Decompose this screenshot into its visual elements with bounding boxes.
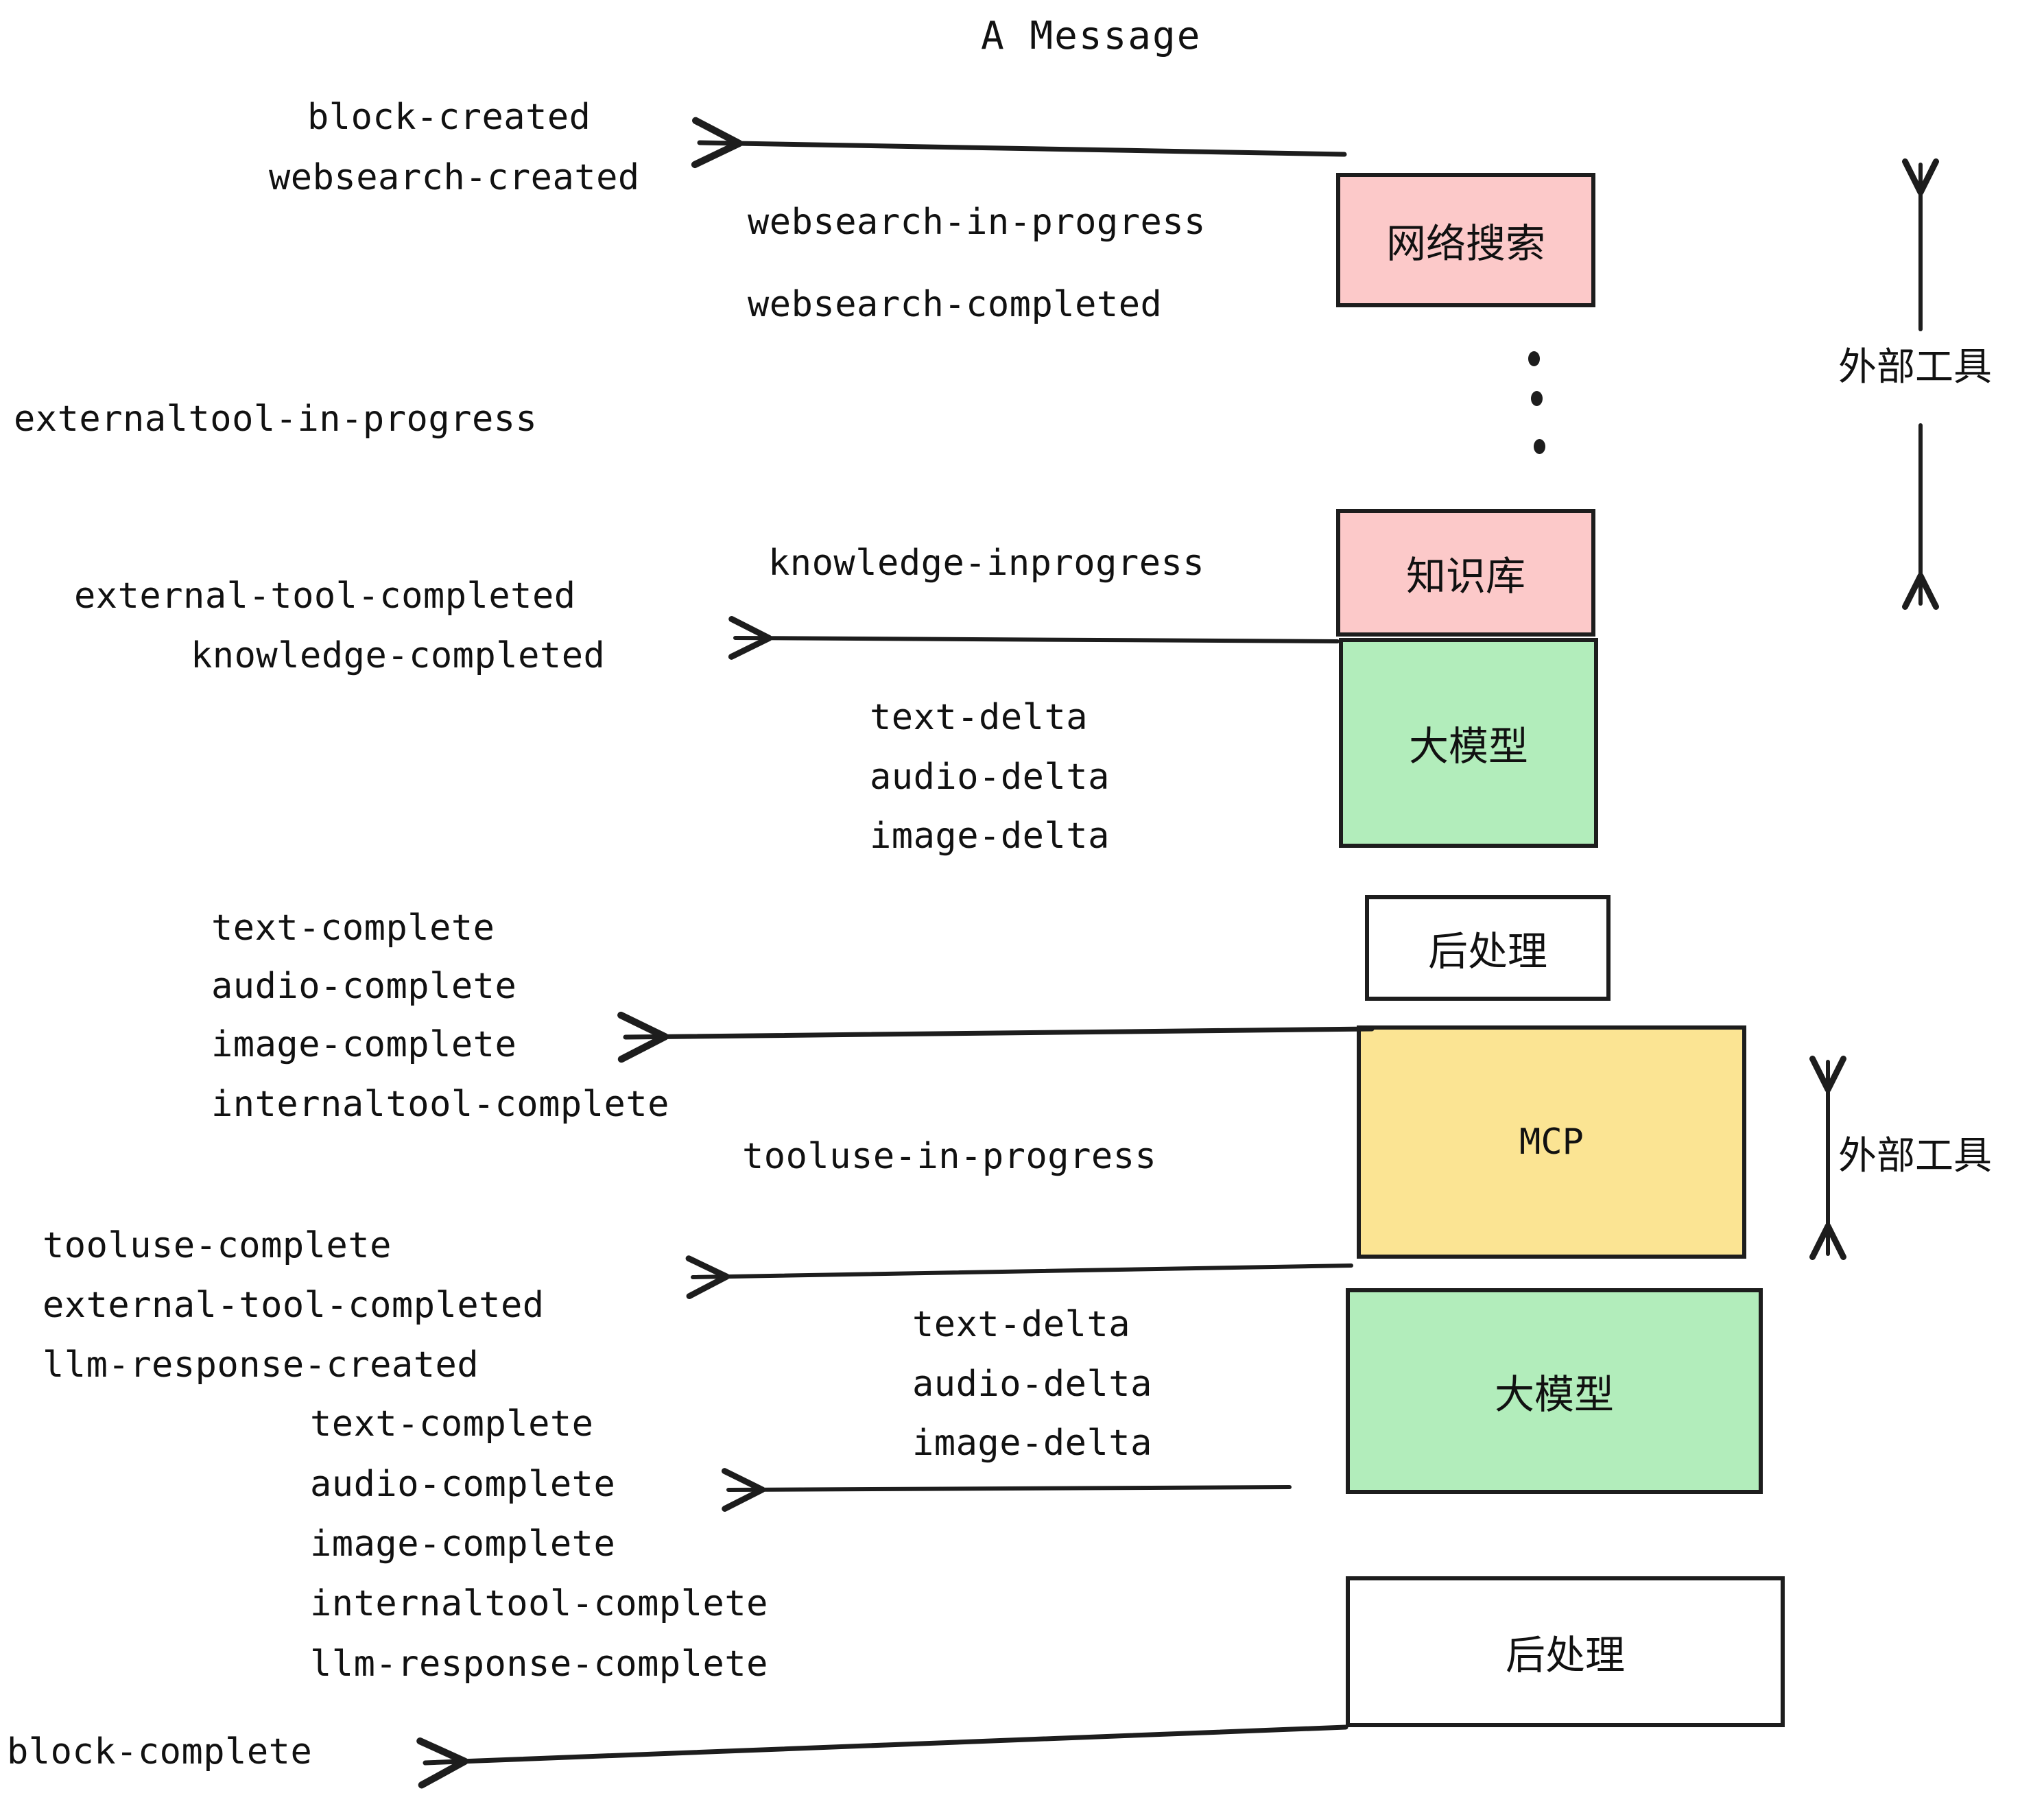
box-websearch-label: 网络搜索 (1386, 220, 1545, 267)
event-label-internaltool-complete-2: internaltool-complete (310, 1583, 768, 1624)
ellipsis-dot-icon (1534, 439, 1545, 454)
box-knowledge[interactable]: 知识库 (1336, 509, 1595, 637)
box-postprocess-2[interactable]: 后处理 (1346, 1576, 1785, 1727)
event-label-tooluse-complete: tooluse-complete (43, 1225, 392, 1266)
box-llm-1[interactable]: 大模型 (1339, 638, 1598, 848)
event-label-externaltool-in-progress: externaltool-in-progress (14, 399, 538, 440)
event-label-websearch-created: websearch-created (269, 157, 640, 198)
event-label-text-complete-1: text-complete (211, 907, 495, 949)
event-label-text-complete-2: text-complete (310, 1403, 594, 1445)
box-knowledge-label: 知识库 (1405, 553, 1525, 600)
event-label-websearch-in-progress: websearch-in-progress (748, 202, 1206, 243)
box-postprocess-1-label: 后处理 (1427, 928, 1547, 975)
event-label-image-complete-1: image-complete (211, 1024, 517, 1065)
event-label-knowledge-completed: knowledge-completed (191, 635, 606, 676)
page-title: A Message (981, 14, 1202, 58)
side-label-external-tools-top: 外部工具 (1838, 345, 1992, 390)
box-postprocess-2-label: 后处理 (1505, 1632, 1625, 1678)
box-llm-2-label: 大模型 (1494, 1371, 1614, 1418)
event-label-internaltool-complete-1: internaltool-complete (211, 1084, 669, 1125)
event-label-image-delta-1: image-delta (870, 816, 1110, 857)
arrow-websearch-to-block-created (691, 117, 1347, 169)
ellipsis-dot-icon (1531, 391, 1543, 406)
arrow-llm2-to-audio-complete (721, 1468, 1292, 1512)
arrow-knowledge-to-knowledge-completed (728, 616, 1340, 660)
event-label-audio-delta-1: audio-delta (870, 757, 1110, 798)
event-label-image-delta-2: image-delta (912, 1423, 1152, 1464)
box-websearch[interactable]: 网络搜索 (1336, 173, 1595, 307)
event-label-text-delta-1: text-delta (870, 697, 1089, 738)
event-label-websearch-completed: websearch-completed (748, 284, 1163, 325)
arrow-postprocess2-to-block-complete (416, 1724, 1348, 1789)
box-postprocess-1[interactable]: 后处理 (1365, 895, 1611, 1001)
box-llm-1-label: 大模型 (1408, 723, 1528, 770)
box-mcp-label: MCP (1519, 1121, 1584, 1163)
box-mcp[interactable]: MCP (1357, 1025, 1746, 1259)
event-label-audio-complete-2: audio-complete (310, 1464, 616, 1505)
ellipsis-dot-icon (1528, 351, 1540, 366)
event-label-external-tool-completed-1: external-tool-completed (74, 575, 576, 617)
arrow-postprocess1-to-image-complete (617, 1011, 1375, 1063)
event-label-text-delta-2: text-delta (912, 1304, 1131, 1345)
event-label-tooluse-in-progress: tooluse-in-progress (742, 1136, 1157, 1177)
event-label-image-complete-2: image-complete (310, 1523, 616, 1565)
event-label-block-complete: block-complete (7, 1731, 313, 1772)
event-label-audio-delta-2: audio-delta (912, 1364, 1152, 1405)
event-label-audio-complete-1: audio-complete (211, 966, 517, 1007)
arrow-mcp-to-tooluse-complete (685, 1255, 1353, 1299)
event-label-external-tool-completed-2: external-tool-completed (43, 1285, 545, 1326)
side-label-external-tools-bottom: 外部工具 (1838, 1134, 1992, 1178)
event-label-llm-response-created: llm-response-created (43, 1344, 479, 1386)
event-label-knowledge-inprogress: knowledge-inprogress (768, 543, 1205, 584)
box-llm-2[interactable]: 大模型 (1346, 1288, 1763, 1494)
event-label-block-created: block-created (307, 97, 591, 138)
event-label-llm-response-complete: llm-response-complete (310, 1643, 768, 1685)
